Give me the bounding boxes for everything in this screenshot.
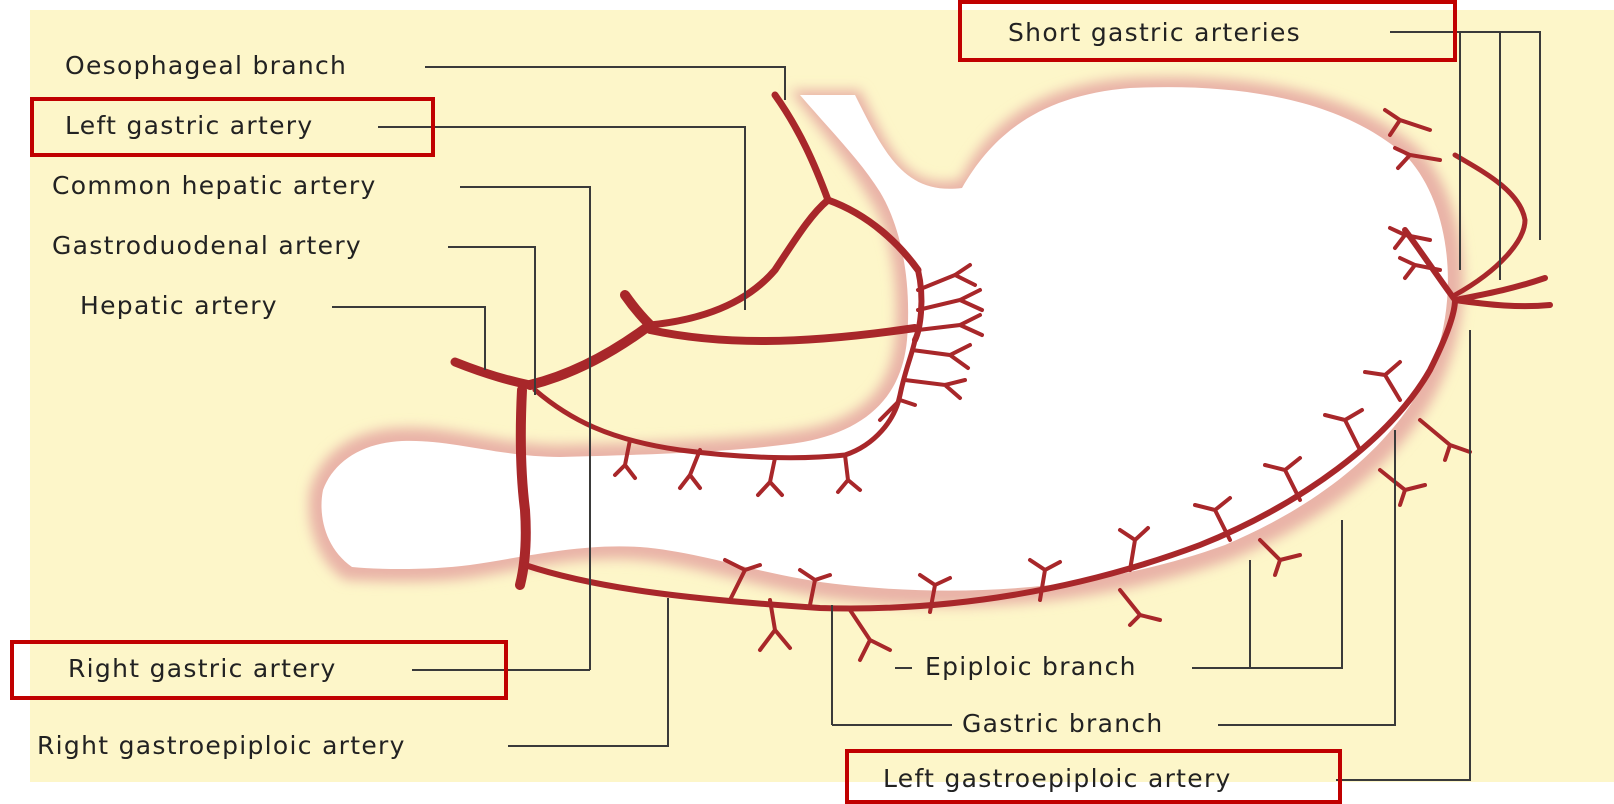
gastroduodenal-vessel	[520, 390, 526, 585]
highlight-left-gastroepiploic-artery	[845, 749, 1342, 804]
label-oesophageal-branch: Oesophageal branch	[65, 53, 347, 78]
label-epiploic-branch: Epiploic branch	[925, 654, 1137, 679]
label-gastroduodenal-artery: Gastroduodenal artery	[52, 233, 362, 258]
highlight-short-gastric-arteries	[958, 0, 1457, 62]
label-common-hepatic-artery: Common hepatic artery	[52, 173, 377, 198]
label-right-gastroepiploic-artery: Right gastroepiploic artery	[37, 733, 406, 758]
label-gastric-branch: Gastric branch	[962, 711, 1164, 736]
highlight-right-gastric-artery	[10, 640, 508, 700]
highlight-left-gastric-artery	[30, 97, 435, 157]
label-hepatic-artery: Hepatic artery	[80, 293, 278, 318]
